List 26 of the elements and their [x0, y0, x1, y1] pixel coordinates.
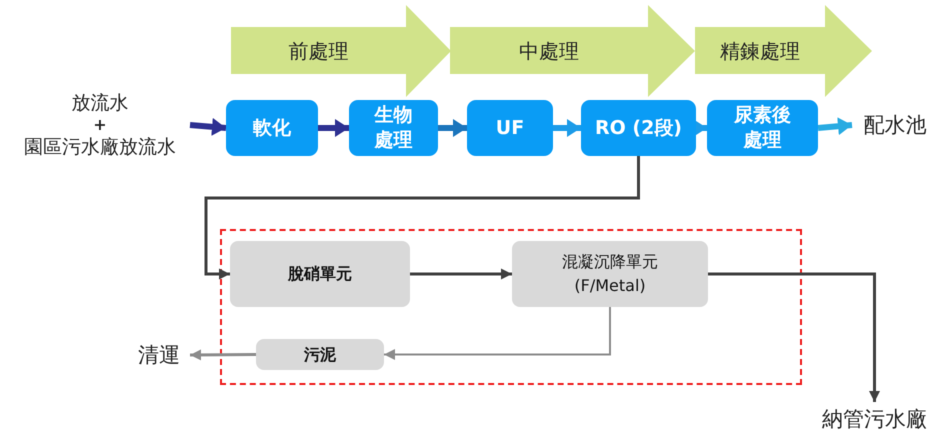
- outlet-label: 納管污水廠: [806, 402, 943, 436]
- process-box: UF: [467, 100, 553, 156]
- arrow: [190, 349, 256, 360]
- stage-banner: 前處理: [231, 5, 451, 97]
- outlet-label: 配水池: [852, 108, 938, 142]
- arrow: [410, 268, 512, 280]
- process-box: RO (2段): [581, 100, 696, 156]
- unit-box: 混凝沉降單元 (F/Metal): [512, 241, 708, 307]
- arrow: [818, 117, 852, 136]
- process-box: 尿素後處理: [707, 100, 818, 156]
- dashed-boundary: [220, 229, 802, 385]
- arrow: [553, 119, 581, 137]
- arrow: [204, 156, 640, 280]
- stage-banner: 中處理: [450, 5, 695, 97]
- process-box: 生物處理: [349, 100, 438, 156]
- arrow: [708, 272, 880, 402]
- stage-banner: 精鍊處理: [695, 5, 872, 97]
- arrow: [438, 119, 467, 137]
- arrow: [190, 118, 226, 136]
- unit-box: 脫硝單元: [230, 241, 410, 307]
- arrow: [318, 119, 349, 137]
- arrow: [384, 307, 611, 360]
- outlet-label: 清運: [128, 340, 190, 370]
- source-label: 放流水 + 園區污水廠放流水: [10, 84, 190, 166]
- unit-box: 污泥: [256, 339, 384, 370]
- process-box: 軟化: [226, 100, 318, 156]
